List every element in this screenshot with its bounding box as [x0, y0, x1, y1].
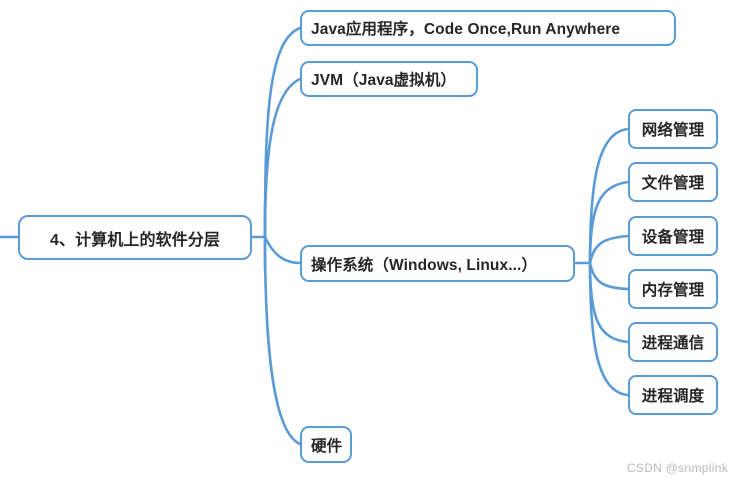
- edge-trunk-jvm: [263, 77, 302, 239]
- node-operating-system[interactable]: 操作系统（Windows, Linux...）: [300, 245, 575, 282]
- edge-trunk-hw: [263, 235, 302, 446]
- node-file-management[interactable]: 文件管理: [628, 162, 718, 202]
- node-root-label: 4、计算机上的软件分层: [50, 231, 220, 249]
- edge-os-ipc: [588, 261, 630, 344]
- edge-trunk-java: [263, 26, 302, 239]
- node-hardware-label: 硬件: [311, 437, 343, 455]
- node-network-management-label: 网络管理: [641, 122, 705, 139]
- node-process-communication-label: 进程通信: [641, 335, 705, 352]
- edge-os-network: [588, 127, 630, 265]
- edge-os-sched: [588, 261, 630, 397]
- node-device-management-label: 设备管理: [641, 229, 705, 246]
- edge-os-device: [588, 234, 630, 265]
- node-java-application[interactable]: Java应用程序，Code Once,Run Anywhere: [300, 10, 676, 46]
- node-jvm-label: JVM（Java虚拟机）: [311, 72, 457, 89]
- node-memory-management-label: 内存管理: [641, 282, 705, 299]
- node-process-scheduling[interactable]: 进程调度: [628, 375, 718, 415]
- node-jvm[interactable]: JVM（Java虚拟机）: [300, 61, 478, 97]
- node-java-application-label: Java应用程序，Code Once,Run Anywhere: [311, 21, 621, 38]
- node-file-management-label: 文件管理: [641, 175, 705, 192]
- edge-trunk-os: [263, 235, 302, 265]
- node-process-communication[interactable]: 进程通信: [628, 322, 718, 362]
- node-network-management[interactable]: 网络管理: [628, 109, 718, 149]
- node-root[interactable]: 4、计算机上的软件分层: [18, 215, 252, 260]
- watermark: CSDN @snmplink: [626, 461, 728, 475]
- edge-os-memory: [588, 261, 630, 291]
- edge-os-file: [588, 180, 630, 265]
- node-hardware[interactable]: 硬件: [300, 426, 352, 463]
- node-process-scheduling-label: 进程调度: [641, 388, 705, 405]
- node-operating-system-label: 操作系统（Windows, Linux...）: [311, 256, 538, 274]
- node-memory-management[interactable]: 内存管理: [628, 269, 718, 309]
- node-device-management[interactable]: 设备管理: [628, 216, 718, 256]
